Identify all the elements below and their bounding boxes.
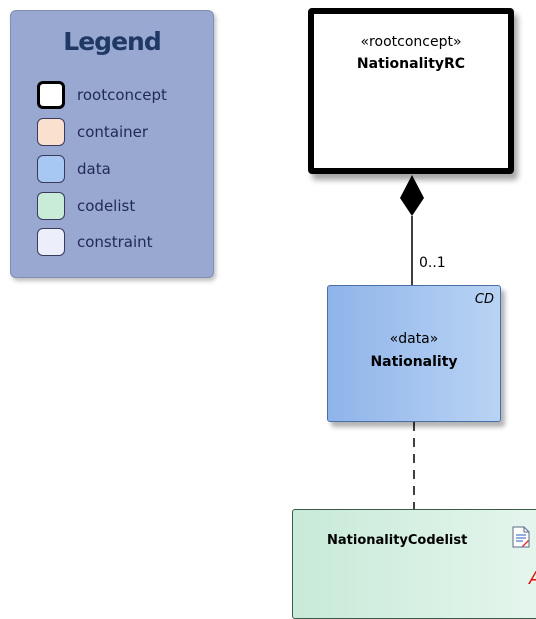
legend-item-rootconcept: rootconcept	[37, 80, 167, 110]
multiplicity-label: 0..1	[419, 255, 446, 271]
codelist-name: NationalityCodelist	[327, 533, 468, 548]
data-name: Nationality	[370, 354, 458, 370]
legend-swatch-codelist	[37, 192, 65, 220]
legend-item-data: data	[37, 154, 111, 184]
legend-panel: Legend rootconcept container data codeli…	[10, 10, 214, 278]
legend-item-constraint: constraint	[37, 227, 153, 257]
rootconcept-name: NationalityRC	[356, 56, 466, 72]
data-class-box[interactable]: CD «data» Nationality	[327, 285, 501, 422]
codelist-marker: A	[529, 568, 536, 589]
legend-swatch-constraint	[37, 228, 65, 256]
class-tag: CD	[474, 292, 494, 307]
legend-item-container: container	[37, 117, 148, 147]
data-stereotype: «data»	[389, 331, 439, 347]
legend-label: container	[77, 123, 149, 141]
legend-item-codelist: codelist	[37, 191, 135, 221]
legend-label: rootconcept	[77, 86, 167, 104]
composition-diamond	[400, 175, 424, 216]
legend-label: codelist	[77, 197, 136, 215]
legend-swatch-container	[37, 118, 65, 146]
rootconcept-box[interactable]: «rootconcept» NationalityRC	[308, 8, 514, 174]
legend-swatch-rootconcept	[37, 81, 65, 109]
rootconcept-stereotype: «rootconcept»	[360, 34, 462, 50]
codelist-box[interactable]: NationalityCodelist A	[292, 509, 536, 619]
legend-swatch-data	[37, 155, 65, 183]
legend-title: Legend	[63, 27, 161, 56]
legend-label: constraint	[77, 233, 153, 251]
legend-label: data	[77, 160, 111, 178]
document-icon	[512, 526, 530, 552]
